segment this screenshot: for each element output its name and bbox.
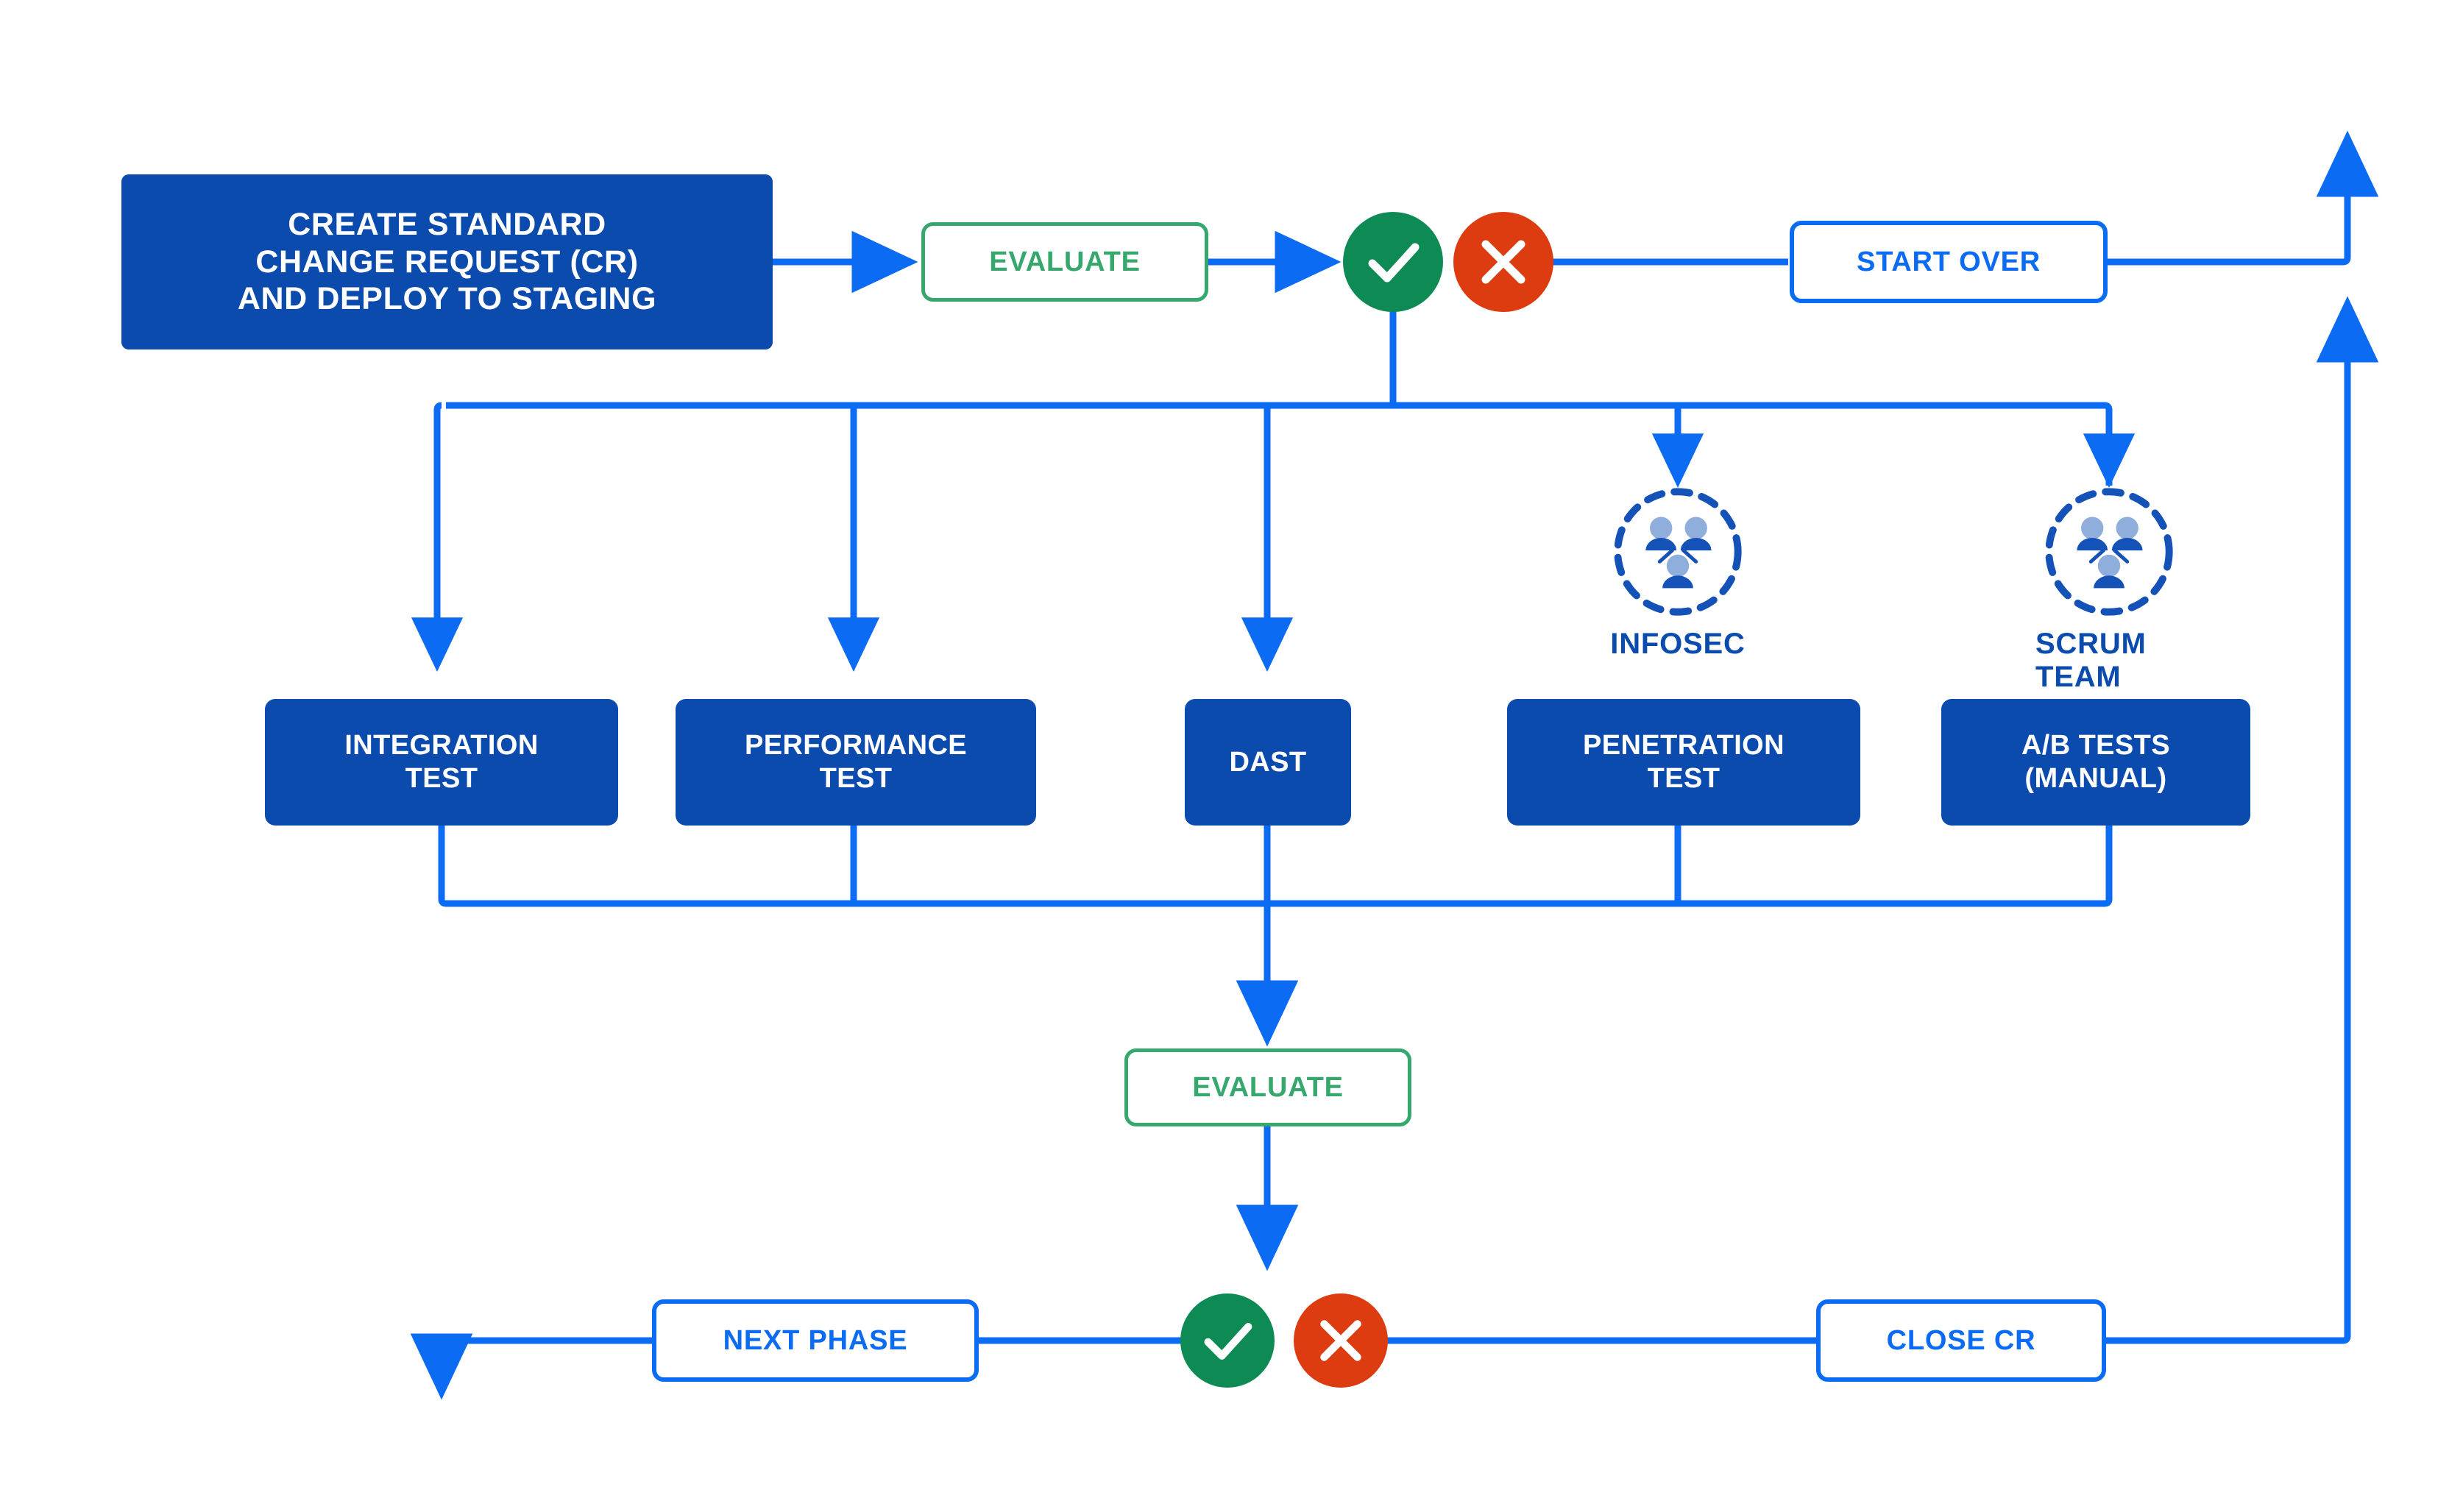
team-group-dashed-circle-icon bbox=[2045, 488, 2173, 616]
status-pass-bottom[interactable] bbox=[1180, 1293, 1275, 1388]
node-evaluate-bottom-label: EVALUATE bbox=[1192, 1071, 1344, 1103]
node-evaluate-top[interactable]: EVALUATE bbox=[921, 222, 1208, 302]
node-start-over[interactable]: START OVER bbox=[1790, 221, 2108, 303]
team-group-dashed-circle-icon bbox=[1614, 488, 1742, 616]
wire-branch-integration-corner bbox=[433, 402, 442, 647]
node-performance-test-label: PERFORMANCE TEST bbox=[744, 730, 968, 794]
close-icon bbox=[1481, 240, 1525, 284]
check-icon bbox=[1368, 243, 1420, 283]
node-dast[interactable]: DAST bbox=[1185, 699, 1351, 826]
wire-branch-scrum-corner bbox=[2104, 402, 2113, 486]
node-dast-label: DAST bbox=[1229, 746, 1307, 778]
node-penetration-test-label: PENETRATION TEST bbox=[1583, 730, 1785, 794]
node-evaluate-top-label: EVALUATE bbox=[989, 246, 1141, 277]
status-pass-top[interactable] bbox=[1343, 212, 1443, 312]
team-infosec-label: INFOSEC bbox=[1610, 628, 1746, 660]
team-scrum-label: SCRUM TEAM bbox=[2035, 628, 2147, 693]
node-next-phase[interactable]: NEXT PHASE bbox=[652, 1299, 979, 1382]
node-penetration-test[interactable]: PENETRATION TEST bbox=[1507, 699, 1860, 826]
node-close-cr-label: CLOSE CR bbox=[1886, 1324, 2036, 1356]
node-close-cr[interactable]: CLOSE CR bbox=[1816, 1299, 2106, 1382]
node-start-over-label: START OVER bbox=[1856, 246, 2041, 277]
node-create-cr-label: CREATE STANDARD CHANGE REQUEST (CR) AND … bbox=[237, 206, 657, 317]
node-ab-tests[interactable]: A/B TESTS (MANUAL) bbox=[1941, 699, 2250, 826]
check-icon bbox=[1204, 1323, 1252, 1360]
node-ab-tests-label: A/B TESTS (MANUAL) bbox=[2021, 730, 2171, 794]
status-fail-bottom[interactable] bbox=[1294, 1293, 1388, 1388]
team-infosec[interactable]: INFOSEC bbox=[1604, 482, 1751, 661]
node-create-cr[interactable]: CREATE STANDARD CHANGE REQUEST (CR) AND … bbox=[121, 174, 773, 349]
node-integration-test[interactable]: INTEGRATION TEST bbox=[265, 699, 618, 826]
node-next-phase-label: NEXT PHASE bbox=[723, 1324, 908, 1356]
wire-close-cr-return bbox=[2106, 296, 2379, 1344]
wire-next-phase-exit bbox=[410, 1333, 652, 1400]
node-integration-test-label: INTEGRATION TEST bbox=[344, 730, 539, 794]
status-fail-top[interactable] bbox=[1453, 212, 1553, 312]
node-performance-test[interactable]: PERFORMANCE TEST bbox=[676, 699, 1036, 826]
wire-start-over-return bbox=[2106, 130, 2379, 266]
close-icon bbox=[1320, 1320, 1361, 1361]
team-scrum[interactable]: SCRUM TEAM bbox=[2035, 482, 2183, 694]
node-evaluate-bottom[interactable]: EVALUATE bbox=[1124, 1048, 1411, 1126]
wire-merge-bar bbox=[438, 826, 2113, 907]
